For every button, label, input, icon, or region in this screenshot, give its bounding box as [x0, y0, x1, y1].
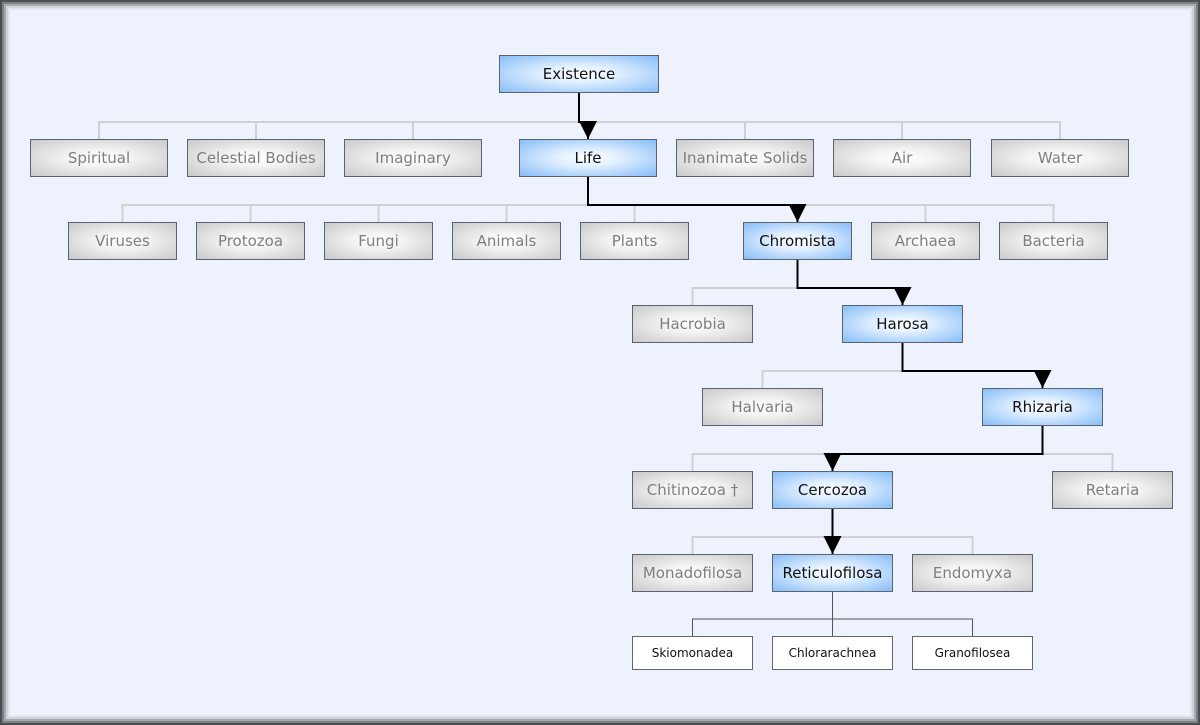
node-air[interactable]: Air [833, 139, 971, 177]
edge-life-animals [505, 204, 588, 222]
node-label: Endomyxa [932, 564, 1013, 582]
node-inanimate-solids[interactable]: Inanimate Solids [676, 139, 814, 177]
edge-cercozoa-monadofilosa [691, 536, 833, 554]
edge-existence-air [579, 121, 903, 139]
edge-existence-imaginary [412, 121, 579, 139]
node-label: Spiritual [67, 149, 131, 167]
node-chromista[interactable]: Chromista [743, 222, 852, 260]
node-existence[interactable]: Existence [499, 55, 659, 93]
node-animals[interactable]: Animals [452, 222, 561, 260]
edge-existence-water [579, 121, 1061, 139]
node-label: Reticulofilosa [782, 564, 883, 582]
edge-life-viruses [121, 204, 588, 222]
node-label: Air [891, 149, 913, 167]
node-spiritual[interactable]: Spiritual [30, 139, 168, 177]
node-water[interactable]: Water [991, 139, 1129, 177]
edge-reticulofilosa-skiomonadea [692, 592, 833, 636]
node-label: Existence [542, 65, 616, 83]
edge-life-plants [588, 204, 636, 222]
node-label: Inanimate Solids [682, 149, 808, 167]
edge-cercozoa-endomyxa [832, 536, 974, 554]
node-granofilosea[interactable]: Granofilosea [912, 636, 1033, 670]
node-fungi[interactable]: Fungi [324, 222, 433, 260]
node-label: Celestial Bodies [196, 149, 316, 167]
edge-harosa-halvaria [761, 370, 903, 388]
edge-existence-celestial-bodies [255, 121, 579, 139]
node-bacteria[interactable]: Bacteria [999, 222, 1108, 260]
node-reticulofilosa[interactable]: Reticulofilosa [772, 554, 893, 592]
node-harosa[interactable]: Harosa [842, 305, 963, 343]
node-halvaria[interactable]: Halvaria [702, 388, 823, 426]
edge-chromista-hacrobia [691, 287, 798, 305]
node-label: Fungi [358, 232, 399, 250]
node-label: Halvaria [731, 398, 794, 416]
node-label: Water [1037, 149, 1083, 167]
node-label: Chlorarachnea [788, 646, 877, 660]
edge-life-bacteria [588, 204, 1055, 222]
edge-existence-spiritual [98, 121, 579, 139]
node-retaria[interactable]: Retaria [1052, 471, 1173, 509]
node-label: Retaria [1085, 481, 1140, 499]
node-protozoa[interactable]: Protozoa [196, 222, 305, 260]
node-imaginary[interactable]: Imaginary [344, 139, 482, 177]
node-chitinozoa[interactable]: Chitinozoa † [632, 471, 753, 509]
edge-life-fungi [377, 204, 588, 222]
node-label: Cercozoa [797, 481, 868, 499]
node-archaea[interactable]: Archaea [871, 222, 980, 260]
node-skiomonadea[interactable]: Skiomonadea [632, 636, 753, 670]
node-rhizaria[interactable]: Rhizaria [982, 388, 1103, 426]
edge-life-chromista [587, 177, 807, 222]
node-label: Plants [611, 232, 658, 250]
edge-rhizaria-chitinozoa [691, 453, 1043, 471]
edge-life-protozoa [249, 204, 588, 222]
node-label: Monadofilosa [642, 564, 743, 582]
node-label: Skiomonadea [651, 646, 734, 660]
node-label: Archaea [894, 232, 957, 250]
node-label: Chitinozoa † [646, 481, 739, 499]
node-label: Granofilosea [934, 646, 1011, 660]
node-monadofilosa[interactable]: Monadofilosa [632, 554, 753, 592]
node-label: Protozoa [217, 232, 284, 250]
node-label: Animals [476, 232, 537, 250]
node-label: Harosa [876, 315, 929, 333]
node-endomyxa[interactable]: Endomyxa [912, 554, 1033, 592]
edge-existence-inanimate-solids [579, 121, 746, 139]
node-label: Rhizaria [1012, 398, 1073, 416]
node-plants[interactable]: Plants [580, 222, 689, 260]
node-cercozoa[interactable]: Cercozoa [772, 471, 893, 509]
node-label: Life [574, 149, 602, 167]
node-label: Chromista [759, 232, 836, 250]
node-life[interactable]: Life [519, 139, 657, 177]
node-label: Imaginary [375, 149, 451, 167]
node-viruses[interactable]: Viruses [68, 222, 177, 260]
node-label: Hacrobia [659, 315, 726, 333]
edge-reticulofilosa-granofilosea [832, 592, 973, 636]
edge-life-archaea [588, 204, 927, 222]
edge-existence-life [578, 93, 597, 139]
node-label: Viruses [95, 232, 150, 250]
node-celestial-bodies[interactable]: Celestial Bodies [187, 139, 325, 177]
node-chlorarachnea[interactable]: Chlorarachnea [772, 636, 893, 670]
edge-rhizaria-cercozoa [823, 426, 1044, 471]
node-label: Bacteria [1022, 232, 1085, 250]
edge-rhizaria-retaria [1042, 453, 1114, 471]
node-hacrobia[interactable]: Hacrobia [632, 305, 753, 343]
edge-chromista-harosa [796, 260, 912, 305]
edge-harosa-rhizaria [901, 343, 1052, 388]
